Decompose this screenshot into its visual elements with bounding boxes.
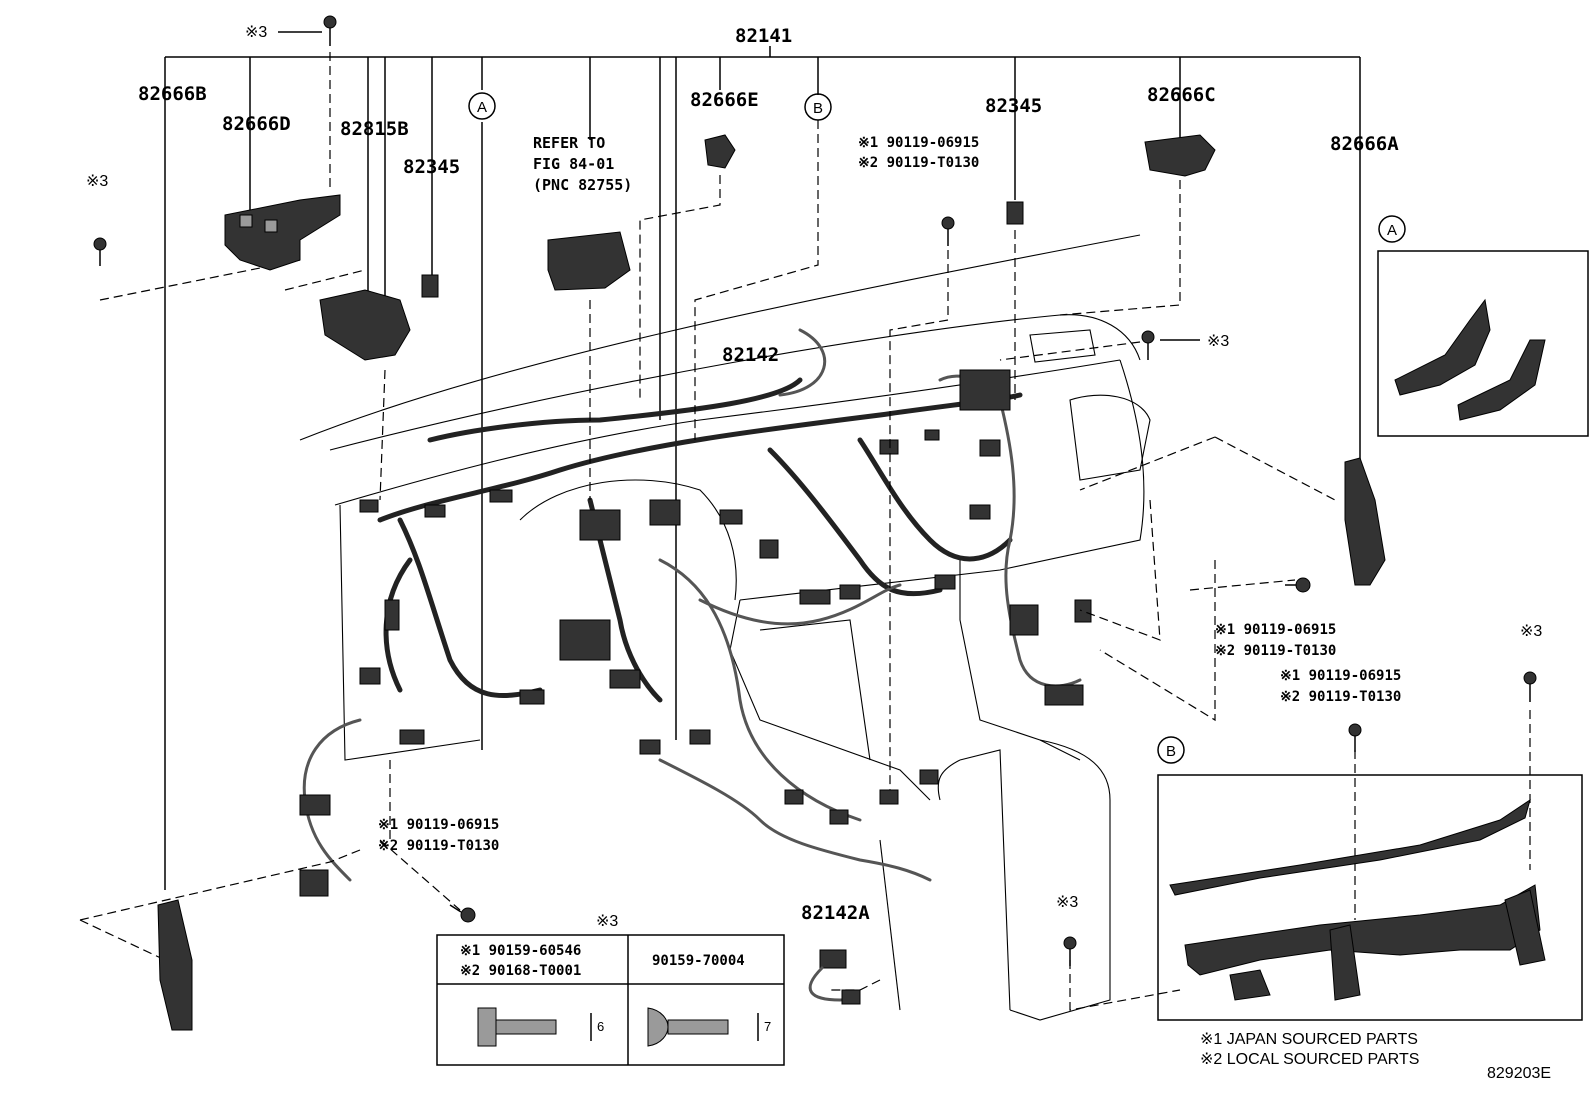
label-grp4-l2: ※2 90119-T0130 <box>378 838 499 854</box>
label-82345-left: 82345 <box>403 156 460 178</box>
label-ref-line2: FIG 84-01 <box>533 155 614 173</box>
bolt-left-icon <box>93 237 107 266</box>
bolt-table: ※3 ※1 90159-60546 ※2 90168-T0001 90159-7… <box>436 913 785 1066</box>
svg-text:B: B <box>1166 743 1176 760</box>
svg-text:7: 7 <box>764 1019 771 1034</box>
part-82345-left <box>421 274 439 298</box>
bolt-table-col1-l2: ※2 90168-T0001 <box>460 963 581 979</box>
label-grp1-l1: ※1 90119-06915 <box>858 135 979 151</box>
label-grp2-l1: ※1 90119-06915 <box>1215 622 1336 638</box>
bolt-inset-b-right-icon <box>1523 671 1537 702</box>
round-head-bolt-icon <box>647 1007 759 1047</box>
callout-labels: 82141 82666B 82666D 82815B 82345 REFER T… <box>86 24 1542 924</box>
svg-text:6: 6 <box>597 1019 604 1034</box>
label-82666b: 82666B <box>138 83 207 105</box>
part-82666d <box>224 194 341 271</box>
label-grp4-l1: ※1 90119-06915 <box>378 817 499 833</box>
svg-text:A: A <box>1387 222 1397 239</box>
label-grp3-l1: ※1 90119-06915 <box>1280 668 1401 684</box>
label-82666d: 82666D <box>222 113 291 135</box>
label-82815b: 82815B <box>340 118 409 140</box>
bolt-inset-b-mid-icon <box>1348 723 1362 752</box>
svg-text:B: B <box>813 100 823 117</box>
label-82345-right: 82345 <box>985 95 1042 117</box>
diagram-id: 829203E <box>1487 1065 1551 1082</box>
dashed-leaders <box>79 52 1531 1011</box>
label-82666e: 82666E <box>690 89 759 111</box>
bolt-right-low-icon <box>1285 577 1311 593</box>
inset-b: B <box>1157 736 1583 1021</box>
label-82666c: 82666C <box>1147 84 1216 106</box>
bolts <box>93 15 1537 966</box>
legend-note1: ※1 JAPAN SOURCED PARTS <box>1200 1031 1418 1048</box>
harness-wires <box>302 328 1082 882</box>
label-bolt-right: ※3 <box>1207 333 1229 350</box>
bolt-82345-icon <box>941 216 955 246</box>
bolt-top-icon <box>323 15 337 46</box>
marker-b: B <box>804 93 832 121</box>
bolt-table-col1-l1: ※1 90159-60546 <box>460 943 581 959</box>
bolt-inset-b-left-icon <box>1063 936 1077 966</box>
part-82142a <box>808 949 861 1005</box>
label-grp1-l2: ※2 90119-T0130 <box>858 155 979 171</box>
label-82141: 82141 <box>735 25 792 47</box>
bolt-center-icon <box>449 904 476 923</box>
marker-a: A <box>468 92 496 120</box>
bolt-right-icon <box>1141 330 1155 360</box>
part-82666a <box>1344 457 1386 586</box>
svg-text:A: A <box>477 99 487 116</box>
label-bolt-top: ※3 <box>245 24 267 41</box>
dashboard-outline <box>299 234 1151 1021</box>
label-bolt-center-low: ※3 <box>1056 894 1078 911</box>
bolt-table-col2: 90159-70004 <box>652 953 745 969</box>
bolt-table-header: ※3 <box>596 913 618 930</box>
label-grp2-l2: ※2 90119-T0130 <box>1215 643 1336 659</box>
legend: ※1 JAPAN SOURCED PARTS ※2 LOCAL SOURCED … <box>1200 1031 1551 1082</box>
part-82755-block <box>547 231 631 291</box>
label-ref-line3: (PNC 82755) <box>533 176 632 194</box>
hex-bolt-icon <box>477 1007 592 1047</box>
label-82666a: 82666A <box>1330 133 1399 155</box>
inset-a: A <box>1377 215 1589 437</box>
part-82666b <box>157 899 193 1031</box>
part-82815b <box>319 289 411 361</box>
legend-note2: ※2 LOCAL SOURCED PARTS <box>1200 1051 1419 1068</box>
label-ref-line1: REFER TO <box>533 134 605 152</box>
part-82666c <box>1144 134 1216 177</box>
label-82142: 82142 <box>722 344 779 366</box>
main-harness-leader <box>164 46 1361 890</box>
label-bolt-left: ※3 <box>86 173 108 190</box>
part-82345-right <box>1006 201 1024 225</box>
label-82142a: 82142A <box>801 902 870 924</box>
label-grp3-l2: ※2 90119-T0130 <box>1280 689 1401 705</box>
harness-connectors <box>299 369 1092 897</box>
part-82666e <box>704 134 736 169</box>
label-bolt-right-low: ※3 <box>1520 623 1542 640</box>
